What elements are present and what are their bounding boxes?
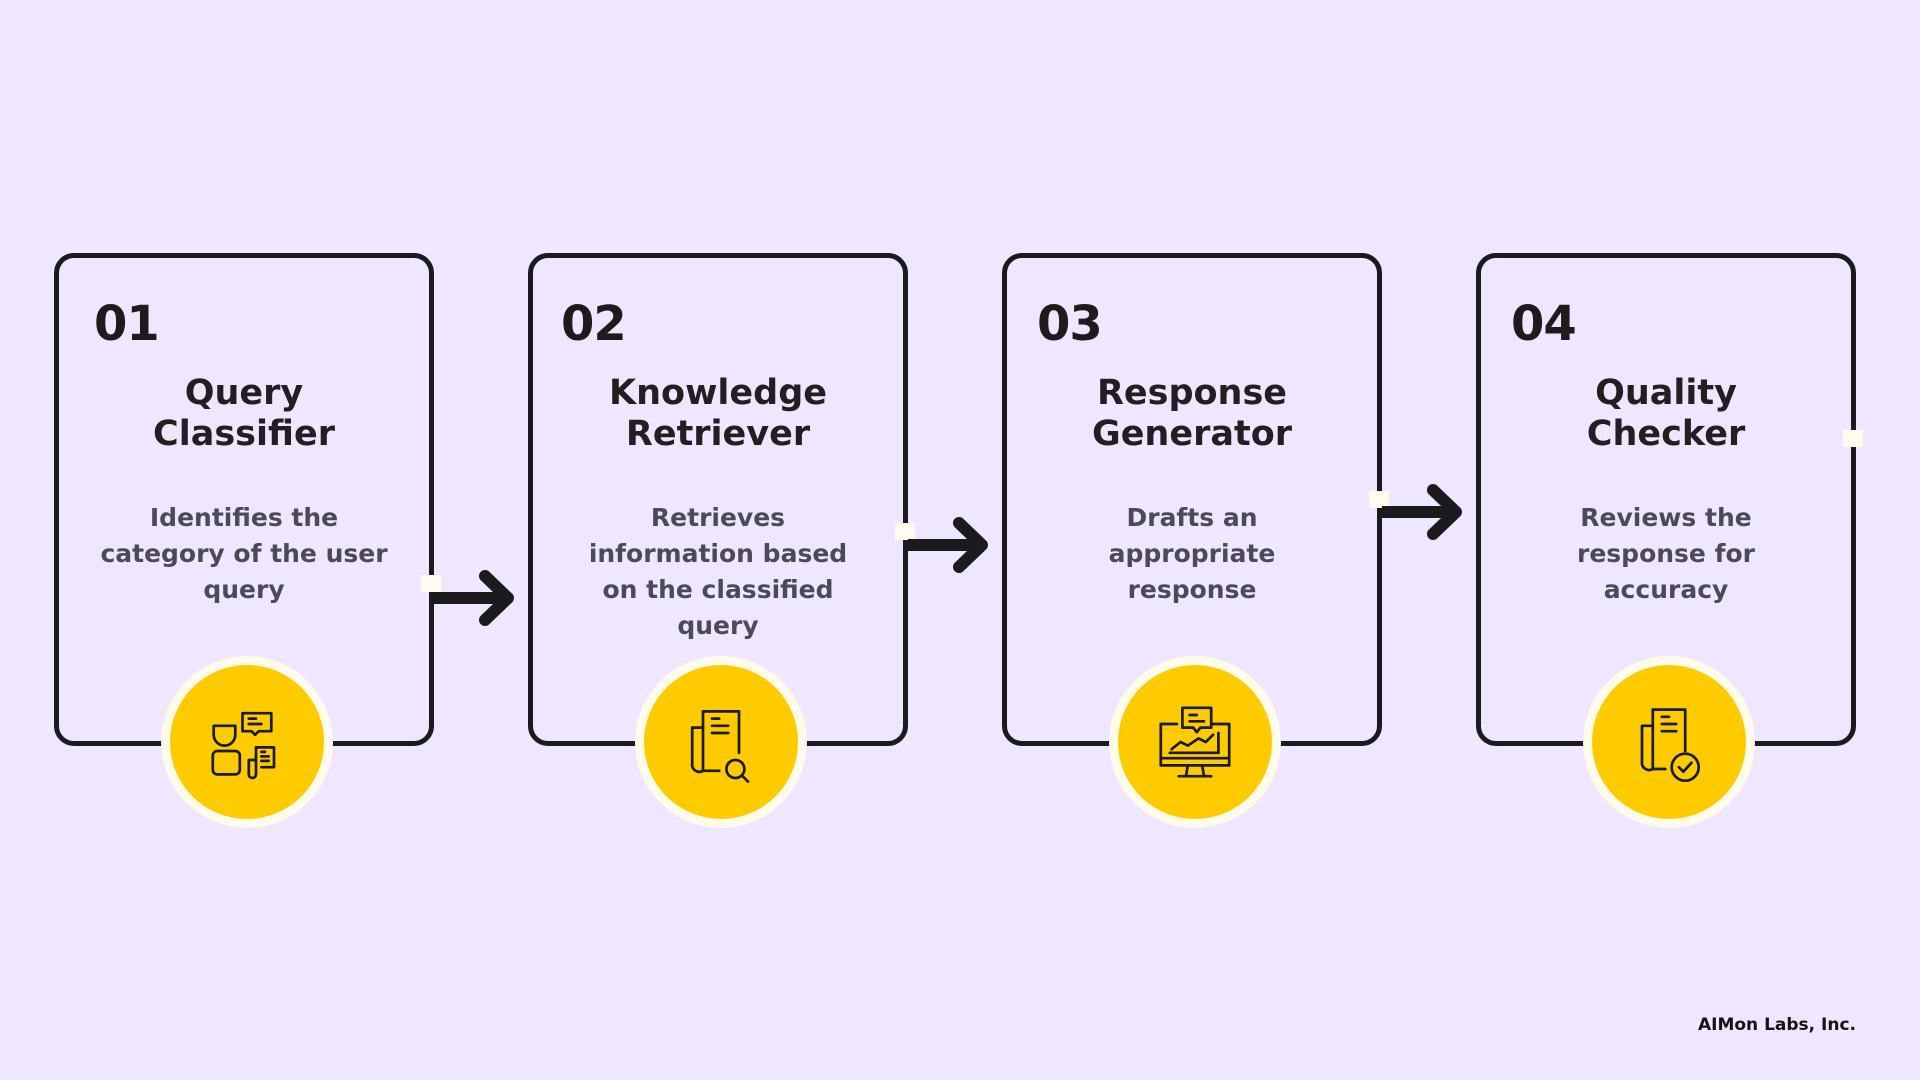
step-title-line: Retriever — [625, 414, 811, 454]
user-chat-documents-icon — [211, 711, 276, 780]
step-desc-line: response — [1127, 575, 1257, 604]
connector-node — [1843, 430, 1863, 447]
step-desc-line: information based — [588, 539, 848, 568]
step-desc-line: accuracy — [1603, 575, 1729, 604]
step-desc-line: on the classified — [602, 575, 834, 604]
step-desc-line: appropriate — [1108, 539, 1276, 568]
step-desc-line: response for — [1577, 539, 1755, 568]
arrow-right-icon — [1382, 484, 1462, 540]
document-check-icon — [1640, 708, 1701, 783]
step-description: Identifies the category of the user quer… — [89, 500, 399, 608]
connector-node — [895, 523, 915, 540]
step-title-line: Generator — [1091, 414, 1293, 454]
step-desc-line: Retrieves — [650, 503, 786, 532]
step-number: 03 — [1037, 296, 1103, 352]
step-title-line: Knowledge — [609, 373, 827, 413]
connector-node — [1369, 491, 1389, 508]
document-search-icon — [690, 710, 750, 783]
step-title: Quality Checker — [1481, 373, 1851, 455]
step-icon-badge-2 — [635, 656, 807, 828]
step-icon-badge-4 — [1583, 656, 1755, 828]
step-number: 02 — [561, 296, 627, 352]
step-title-line: Checker — [1586, 414, 1746, 454]
step-description: Retrieves information based on the class… — [563, 500, 873, 644]
step-icon-badge-1 — [161, 656, 333, 828]
step-number: 01 — [94, 296, 160, 352]
arrow-right-icon — [908, 517, 988, 573]
step-title-line: Query — [184, 373, 304, 413]
step-desc-line: Reviews the — [1580, 503, 1752, 532]
step-title-line: Quality — [1595, 373, 1737, 413]
step-title: Response Generator — [1007, 373, 1377, 455]
step-desc-line: query — [677, 611, 759, 640]
step-title-line: Classifier — [153, 414, 335, 454]
step-desc-line: category of the user — [100, 539, 388, 568]
monitor-chart-chat-icon — [1159, 706, 1231, 778]
step-title-line: Response — [1096, 373, 1288, 413]
step-icon-badge-3 — [1109, 656, 1281, 828]
step-desc-line: Drafts an — [1126, 503, 1258, 532]
company-footer: AIMon Labs, Inc. — [1697, 1015, 1856, 1035]
step-number: 04 — [1511, 296, 1577, 352]
step-desc-line: query — [203, 575, 285, 604]
connector-node — [421, 575, 441, 592]
step-description: Drafts an appropriate response — [1037, 500, 1347, 608]
step-title: Knowledge Retriever — [533, 373, 903, 455]
step-desc-line: Identifies the — [149, 503, 339, 532]
arrow-right-icon — [434, 570, 514, 626]
step-title: Query Classifier — [59, 373, 429, 455]
step-description: Reviews the response for accuracy — [1511, 500, 1821, 608]
